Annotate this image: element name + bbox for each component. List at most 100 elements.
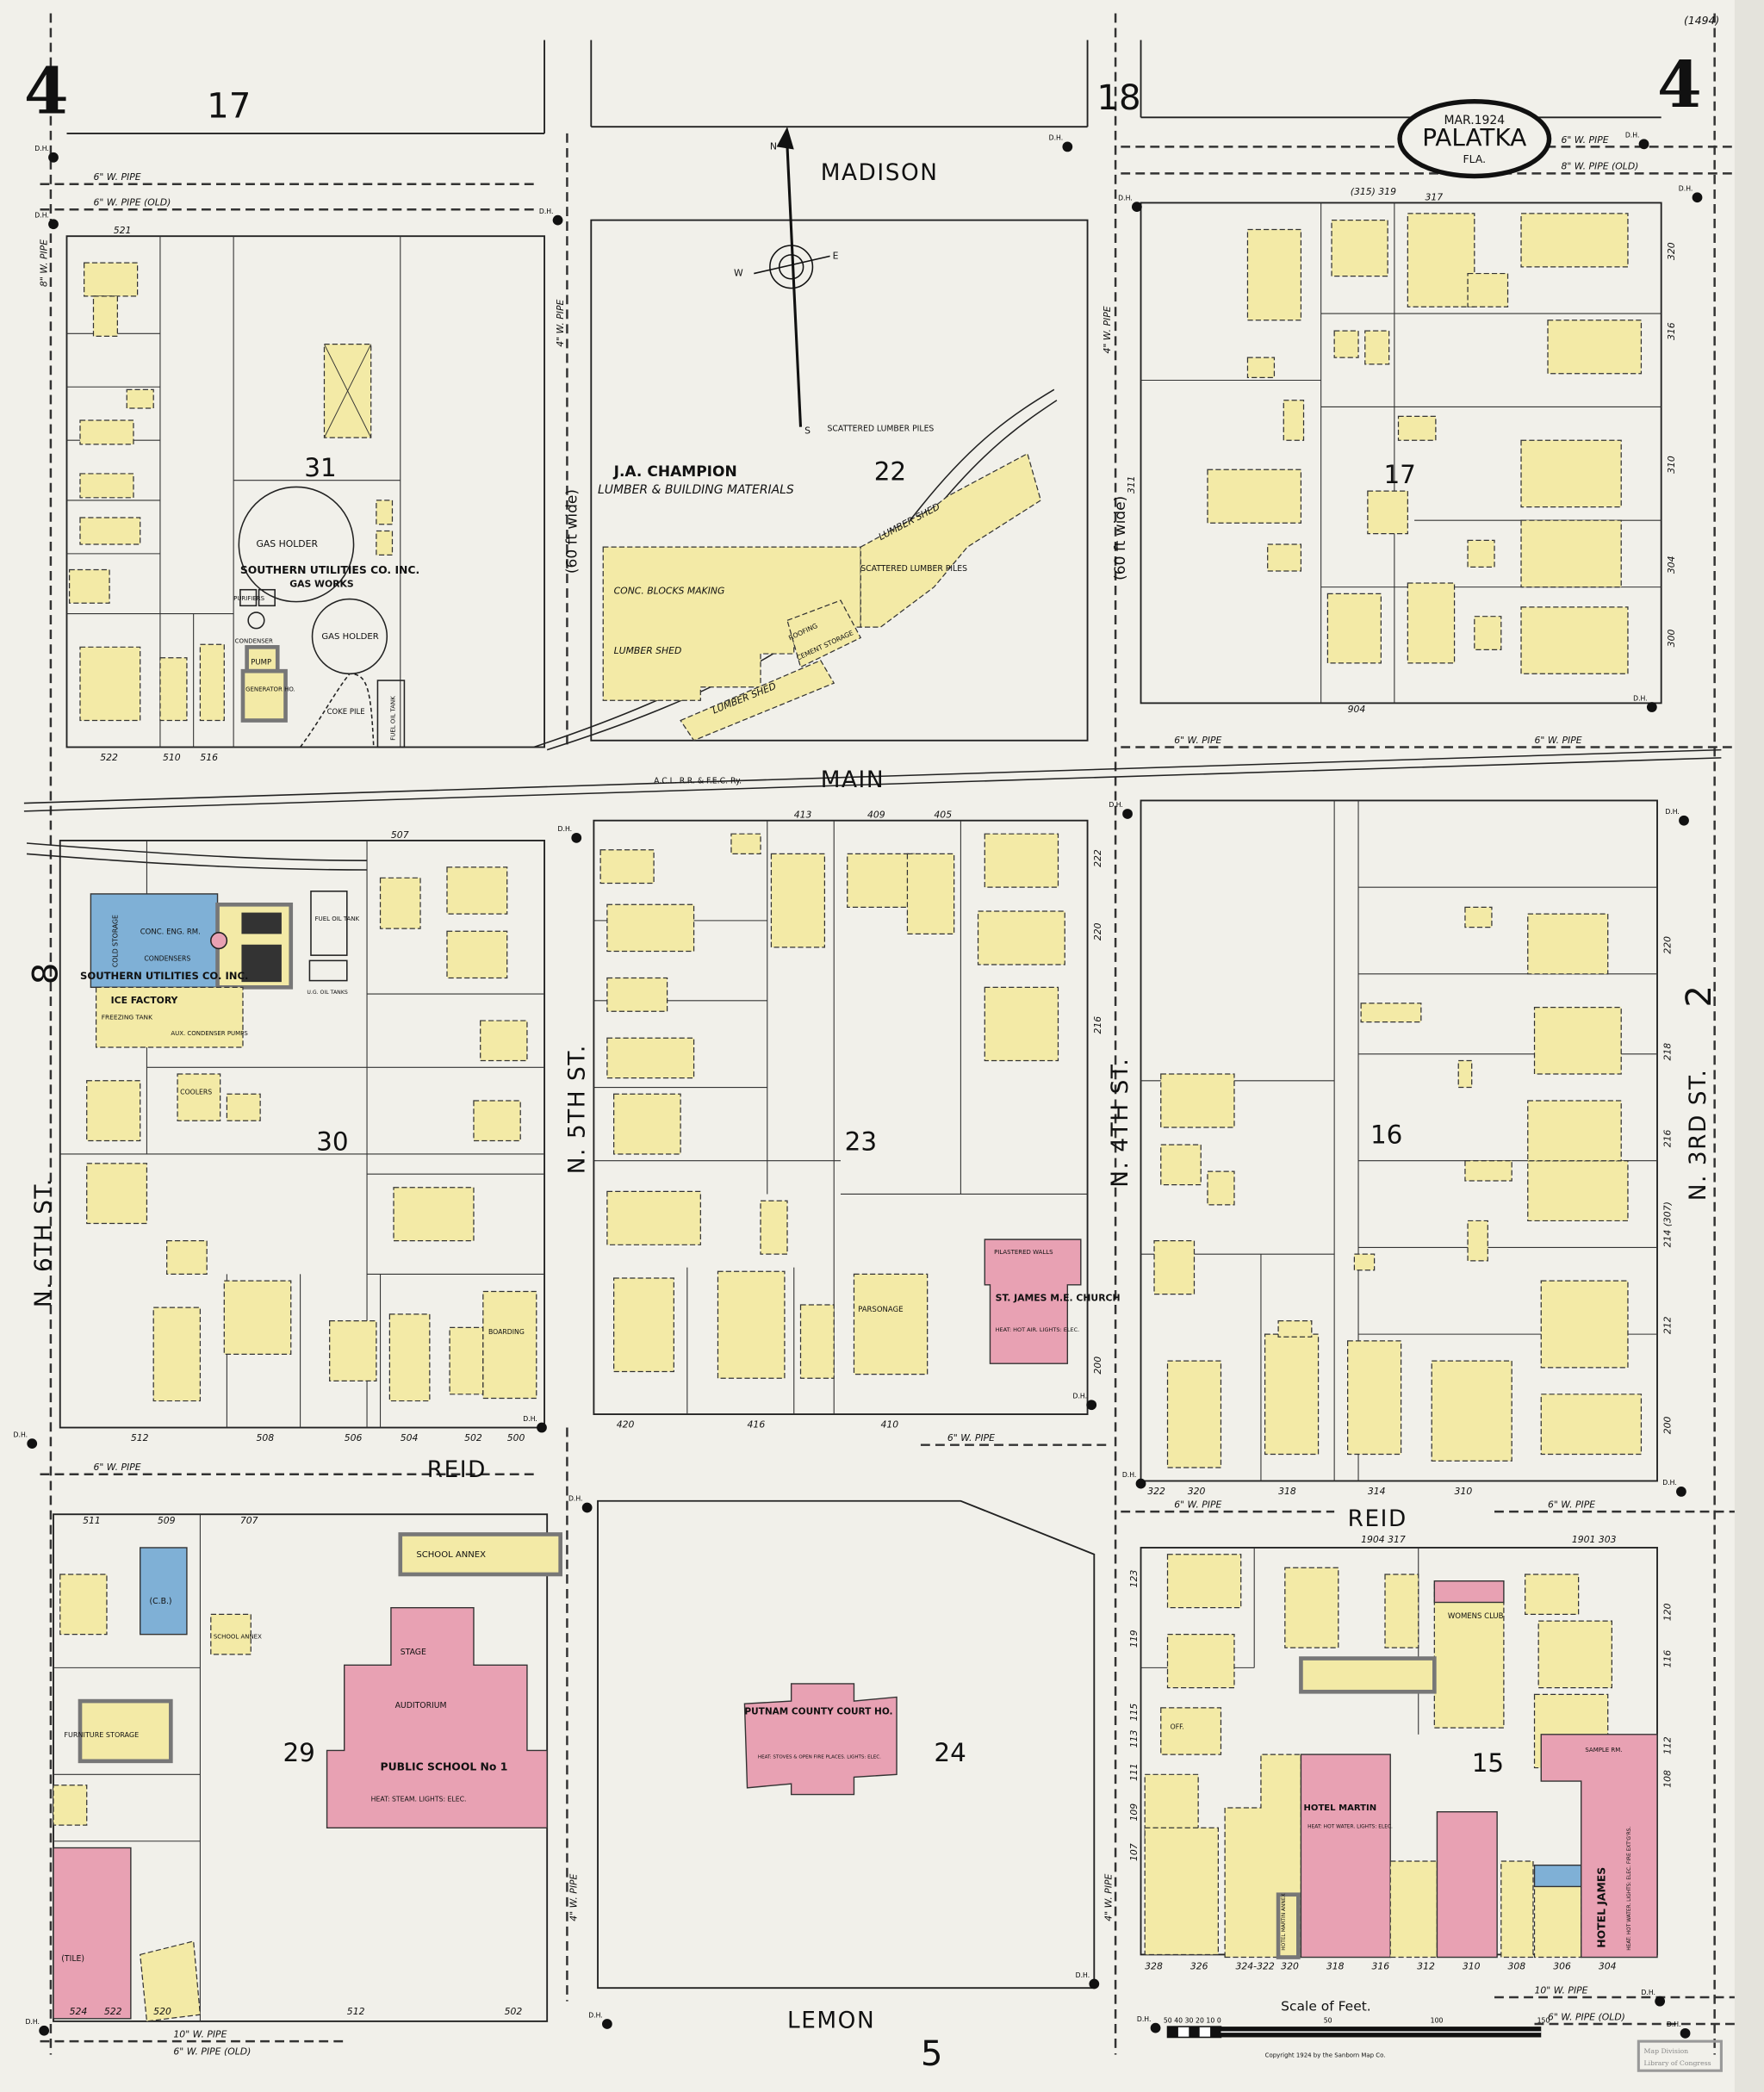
pipe-label: 6" W. PIPE [1561, 134, 1608, 146]
scale-tick-label: 50 [1324, 2016, 1332, 2024]
womens-club-label: WOMENS CLUB [1448, 1612, 1504, 1621]
auditorium-label: AUDITORIUM [395, 1701, 447, 1710]
scale-tick-label: 40 [1174, 2016, 1183, 2024]
dwelling [393, 1187, 475, 1242]
address-number: 311 [1126, 475, 1137, 494]
scale-tick-label: 20 [1196, 2016, 1204, 2024]
address-number: 326 [1190, 1960, 1208, 1971]
block-number-30: 30 [316, 1127, 348, 1156]
dwelling [984, 986, 1059, 1062]
dwelling [1520, 213, 1629, 268]
church-walls-label: PILASTERED WALLS [994, 1249, 1053, 1256]
dwelling [1464, 906, 1493, 928]
block-24 [597, 1499, 1096, 1990]
pipe-label: 6" W. PIPE (OLD) [93, 197, 171, 208]
champion-lumber-yard: J.A. CHAMPION LUMBER & BUILDING MATERIAL… [598, 424, 1042, 742]
address-number: 216 [1092, 1016, 1103, 1034]
address-number: 310 [1666, 456, 1677, 474]
pump-label: PUMP [251, 658, 271, 667]
hydrant-icon [537, 1422, 547, 1433]
address-number: 304 [1599, 1960, 1617, 1971]
block-16 [1140, 799, 1658, 1482]
copyright-label: Copyright 1924 by the Sanborn Map Co. [1265, 2052, 1386, 2059]
sheet-number: 4 [1657, 47, 1702, 122]
address-number: 324-322 [1236, 1960, 1275, 1971]
hotel-martin-annex-label: HOTEL MARTIN ANNEX [1282, 1893, 1287, 1950]
address-number: 512 [347, 2006, 365, 2017]
dwelling [159, 657, 188, 722]
sample-room-label: SAMPLE RM. [1585, 1747, 1622, 1754]
address-number: 220 [1662, 936, 1674, 954]
ice-factory: COLD STORAGE CONC. ENG. RM. CONDENSERS S… [80, 891, 360, 1121]
hydrant-icon [1680, 2027, 1691, 2039]
hydrant-label: D.H. [568, 1495, 583, 1503]
dwelling [1527, 1160, 1629, 1222]
dwelling [226, 1093, 261, 1121]
dwelling [1527, 913, 1609, 975]
address-number: 320 [1281, 1960, 1299, 1971]
dwelling [79, 473, 134, 499]
dwelling [606, 1037, 695, 1079]
adjacent-sheet-number: 17 [207, 86, 251, 126]
street-width-note: (60 ft wide) [1112, 496, 1129, 580]
gas-holder-1 [238, 486, 355, 603]
dwelling [1246, 228, 1302, 321]
hydrant-label: D.H. [25, 2018, 40, 2026]
dwelling [1540, 1280, 1629, 1369]
address-number: 310 [1455, 1486, 1473, 1497]
street-lemon: LEMON [787, 2008, 875, 2034]
scale-tick-label: 10 [1206, 2016, 1214, 2024]
aux-pumps-label: AUX. CONDENSER PUMPS [171, 1030, 248, 1037]
dwelling [1474, 616, 1502, 651]
hydrant-label: D.H. [14, 1431, 28, 1438]
dwelling [1467, 272, 1509, 307]
hydrant-icon [1089, 1978, 1100, 1990]
dwelling [613, 1277, 674, 1373]
block-number-29: 29 [283, 1738, 314, 1767]
boarding-label: BOARDING [488, 1328, 525, 1336]
pipe-label: 4" W. PIPE [1102, 1873, 1114, 1921]
school-annex-label: SCHOOL ANNEX [214, 1633, 262, 1640]
adjacent-sheet-number: 8 [27, 963, 66, 985]
block-numbers: 31 22 17 30 23 16 29 24 15 17 18 8 2 5 4… [24, 14, 1719, 2074]
dwelling [1284, 1567, 1339, 1648]
gas-holder-label: GAS HOLDER [256, 538, 318, 549]
scale-tick-label: 0 [1217, 2016, 1221, 2024]
dwelling [1547, 320, 1643, 375]
address-number: 904 [1348, 704, 1366, 715]
pipe-label: 4" W. PIPE [1102, 306, 1113, 353]
hydrant-icon [1676, 1487, 1686, 1497]
address-number: 113 [1128, 1730, 1140, 1748]
hydrant-icon [1122, 809, 1133, 819]
address-number: 516 [200, 752, 218, 763]
dwelling [1527, 1100, 1622, 1162]
dwelling [379, 877, 421, 929]
address-number: 123 [1128, 1570, 1140, 1588]
address-number: 317 [1425, 191, 1443, 202]
address-number: 508 [256, 1432, 274, 1443]
map-date: MAR.1924 [1444, 114, 1505, 127]
dwelling [1367, 490, 1408, 535]
dwelling [606, 977, 668, 1012]
hydrant-label: D.H. [1679, 185, 1693, 193]
pipe-label: 6" W. PIPE [93, 1462, 140, 1473]
hydrant-group: D.H.D.H.D.H.D.H.D.H.D.H.D.H.D.H.D.H.D.H.… [14, 132, 1703, 2039]
hydrant-icon [601, 2019, 612, 2029]
pipe-label: 6" W. PIPE [1535, 735, 1582, 746]
dwelling [606, 903, 695, 953]
freezing-tank-label: FREEZING TANK [102, 1014, 153, 1021]
block-number-31: 31 [304, 453, 336, 482]
address-number: 320 [1188, 1486, 1206, 1497]
hydrant-icon [1638, 139, 1649, 150]
dwelling [1467, 1220, 1488, 1262]
hydrant-icon [1679, 815, 1689, 826]
address-number: 306 [1553, 1960, 1571, 1971]
hydrant-label: D.H. [1122, 1471, 1137, 1479]
dwelling [329, 1319, 377, 1381]
pipe-label: 6" W. PIPE [1174, 1499, 1221, 1510]
dwelling [1166, 1634, 1235, 1689]
address-number: 222 [1092, 849, 1103, 867]
pipe-label: 8" W. PIPE [38, 239, 49, 287]
hotel-martin-heat-label: HEAT: HOT WATER. LIGHTS: ELEC. [1307, 1824, 1393, 1829]
block-number-23: 23 [845, 1127, 877, 1156]
